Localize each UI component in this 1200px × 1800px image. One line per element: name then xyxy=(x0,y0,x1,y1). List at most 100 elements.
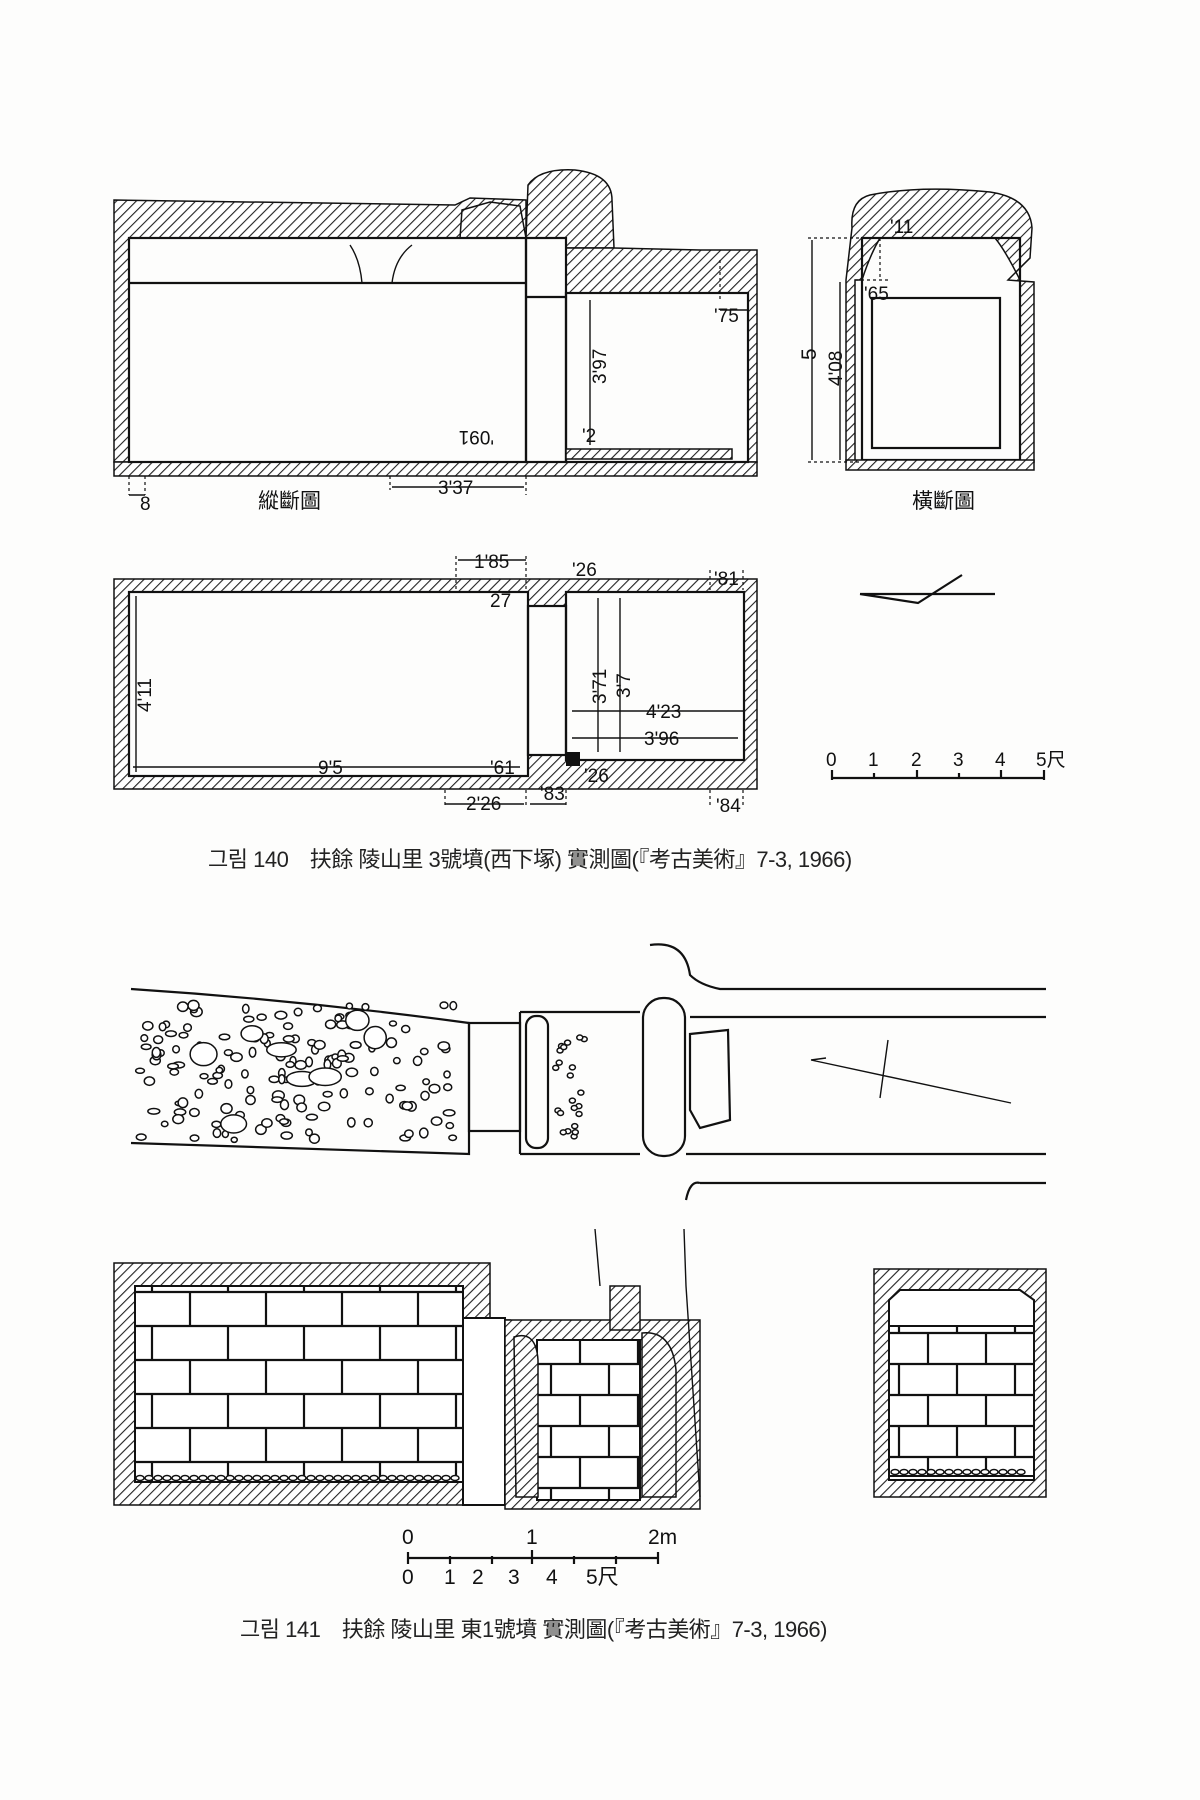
dim-2-26: 2'26 xyxy=(466,794,501,815)
pebble xyxy=(387,1474,397,1482)
left-brick-wall xyxy=(134,1285,464,1483)
pebble xyxy=(414,1474,424,1482)
dimension-lines xyxy=(133,559,744,805)
pebble xyxy=(220,1102,233,1115)
fig141-elevation xyxy=(113,1228,1047,1510)
upper-lines xyxy=(594,1228,701,1498)
pebble xyxy=(339,1088,349,1099)
fig140-transverse-section: '11 '65 5 4'08 橫斷圖 xyxy=(798,188,1035,513)
side-stone xyxy=(688,1028,732,1130)
figure-140-caption: 그림 140 扶餘 陵山里 3號墳(西下塚) 實測圖(『考古美術』7-3, 19… xyxy=(208,847,852,872)
pebble xyxy=(322,1090,333,1098)
pebble xyxy=(252,1474,262,1482)
pebble xyxy=(189,1041,218,1067)
pebble xyxy=(342,1474,352,1482)
second-chamber-outline xyxy=(518,1010,640,1156)
pebble xyxy=(560,1043,568,1051)
pebble xyxy=(144,1474,154,1482)
dim-1-60: '091 xyxy=(459,426,494,447)
middle-brick-wall xyxy=(536,1339,641,1501)
pebble xyxy=(188,1107,200,1118)
pebble xyxy=(294,1059,308,1070)
pebble xyxy=(297,1474,307,1482)
pebble xyxy=(135,1474,145,1482)
large-stone xyxy=(525,169,615,249)
pebble xyxy=(449,1000,458,1011)
pebble xyxy=(570,1104,579,1112)
pebble xyxy=(140,1043,152,1051)
pebble xyxy=(437,1041,451,1051)
transverse-section-title: 橫斷圖 xyxy=(912,490,975,513)
pebble xyxy=(450,1474,460,1482)
dim-3-37: 3'37 xyxy=(438,478,473,499)
pebble xyxy=(141,1020,154,1031)
pebble xyxy=(134,1067,146,1075)
dim-9-5: 9'5 xyxy=(318,758,343,779)
pebble xyxy=(240,1069,249,1079)
scale-tick-0: 0 xyxy=(826,750,837,771)
dimension-guides xyxy=(128,260,721,495)
pebble xyxy=(308,1067,343,1087)
pebble xyxy=(577,1089,585,1096)
chi-tick-0: 0 xyxy=(402,1566,414,1589)
pebble xyxy=(177,1097,189,1109)
pebble xyxy=(218,1033,231,1041)
pebble xyxy=(917,1468,927,1476)
front-chamber-outline xyxy=(127,590,530,778)
pebble xyxy=(260,1118,273,1129)
pebble xyxy=(566,1072,575,1079)
pebble xyxy=(428,1083,441,1094)
pebble xyxy=(305,1113,319,1121)
pebble xyxy=(364,1087,374,1096)
pebble xyxy=(216,1474,226,1482)
pebble xyxy=(240,1024,264,1043)
pebble xyxy=(304,1128,314,1137)
pebble xyxy=(908,1468,918,1476)
dim-3-97: 3'97 xyxy=(590,349,611,384)
step-cut xyxy=(462,1317,506,1506)
fig140-north-arrow-icon xyxy=(859,574,995,605)
floor-pebbles xyxy=(135,1468,1026,1482)
pebble xyxy=(563,1039,572,1046)
pebble xyxy=(285,1060,296,1069)
pebble xyxy=(265,1042,297,1058)
pebble xyxy=(1007,1468,1017,1476)
pebble xyxy=(349,1040,362,1050)
pebble xyxy=(282,1022,294,1031)
pebble xyxy=(442,1109,456,1117)
dimension-guides xyxy=(444,556,744,808)
pebble xyxy=(555,1059,563,1066)
passage-outline xyxy=(526,604,568,757)
pebble xyxy=(178,1031,189,1039)
pebble xyxy=(420,1090,430,1101)
dimension-lines xyxy=(129,300,748,496)
dim-4-11: 4'11 xyxy=(135,678,156,712)
scale-tick-4: 4 xyxy=(995,750,1006,771)
pebble xyxy=(432,1474,442,1482)
floor-earth xyxy=(845,459,1035,471)
dim-83: '83 xyxy=(540,784,565,805)
pebble xyxy=(443,1070,451,1079)
pebble xyxy=(312,1004,323,1013)
pebble xyxy=(151,1046,162,1059)
pebble xyxy=(441,1474,451,1482)
pebble xyxy=(293,1007,303,1017)
pebble xyxy=(313,1039,326,1051)
pebble xyxy=(274,1010,288,1020)
pebble xyxy=(890,1468,900,1476)
pebble xyxy=(176,1001,189,1013)
pebble xyxy=(361,1002,370,1012)
pebble xyxy=(160,1120,169,1128)
pebble xyxy=(360,1474,370,1482)
pebble xyxy=(576,1034,584,1041)
pebble-scatter xyxy=(134,999,588,1144)
pebble xyxy=(935,1468,945,1476)
figure-141-caption: 그림 141 扶餘 陵山里 東1號墳 實測圖(『考古美術』7-3, 1966) xyxy=(240,1617,828,1642)
pebble xyxy=(445,1121,455,1130)
pebble xyxy=(220,1114,248,1134)
pebble xyxy=(246,1085,255,1095)
pebble xyxy=(344,1009,370,1032)
pebble xyxy=(392,1056,401,1065)
pebble xyxy=(385,1093,394,1104)
pebble xyxy=(162,1474,172,1482)
